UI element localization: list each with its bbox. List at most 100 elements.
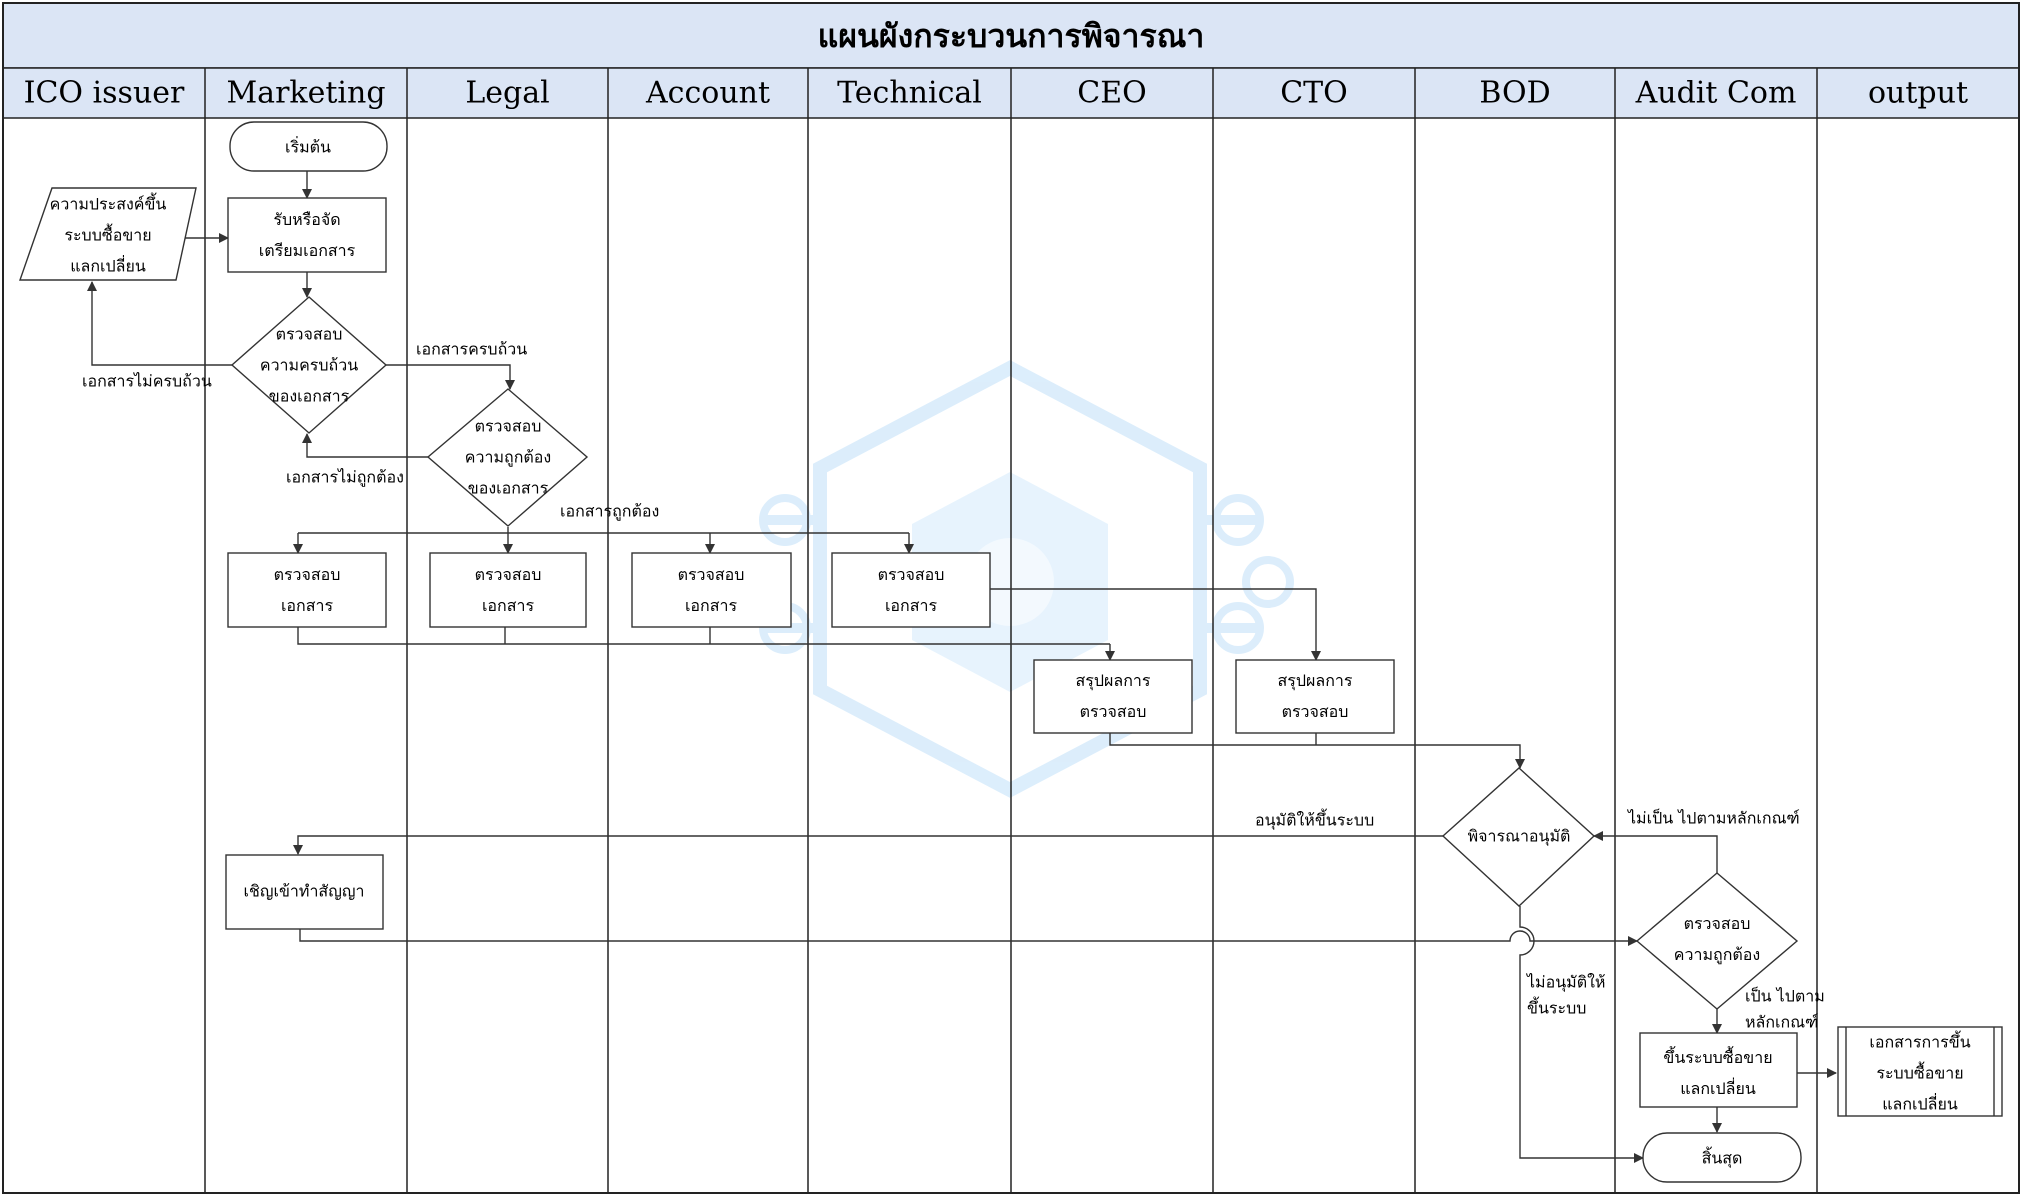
text-line: อนุมัติให้ขึ้นระบบ bbox=[1255, 809, 1374, 831]
text-line: เอกสาร bbox=[482, 596, 535, 615]
edge-labels-incomplete-text: เอกสารไม่ครบถ้วน bbox=[82, 372, 212, 391]
title-bar bbox=[2, 2, 2020, 69]
lane-header-marketing: Marketing bbox=[226, 76, 385, 111]
text-line: ความประสงค์ขึ้น bbox=[50, 193, 167, 214]
nodes-end-text: สิ้นสุด bbox=[1702, 1147, 1743, 1169]
edge-labels-approved-text: อนุมัติให้ขึ้นระบบ bbox=[1255, 809, 1374, 831]
edge-labels-not-compliant-text: ไม่เป็น ไปตามหลักเกณฑ์ bbox=[1626, 808, 1800, 828]
lane-header-output: output bbox=[1868, 76, 1968, 111]
text-line: สิ้นสุด bbox=[1702, 1147, 1743, 1169]
lane-dividers bbox=[204, 68, 1818, 1193]
text-line: ตรวจสอบ bbox=[274, 565, 341, 584]
nodes-bod-decision-text: พิจารณาอนุมัติ bbox=[1468, 827, 1571, 847]
text-line: เชิญเข้าทำสัญญา bbox=[244, 882, 365, 901]
text-line: แลกเปลี่ยน bbox=[1882, 1093, 1958, 1114]
check-correct-decision[interactable] bbox=[426, 388, 589, 527]
lane-header-legal: Legal bbox=[465, 76, 549, 111]
text-line: ไม่เป็น ไปตามหลักเกณฑ์ bbox=[1626, 808, 1800, 828]
text-line: ระบบซื้อขาย bbox=[64, 224, 151, 245]
text-line: สรุปผลการ bbox=[1278, 671, 1353, 691]
text-line: ของเอกสาร bbox=[269, 387, 350, 406]
text-line: ตรวจสอบ bbox=[475, 417, 542, 436]
connectors bbox=[87, 171, 1837, 1163]
edge-technical-to-cto bbox=[990, 588, 1321, 661]
invite-contract-process[interactable] bbox=[225, 854, 384, 930]
node-labels: เริ่มต้นความประสงค์ขึ้นระบบซื้อขายแลกเปล… bbox=[50, 136, 1971, 1169]
text-line: เอกสารไม่ครบถ้วน bbox=[82, 372, 212, 391]
text-line: ไม่อนุมัติให้ bbox=[1525, 973, 1605, 993]
text-line: ตรวจสอบ bbox=[678, 565, 745, 584]
edge-complete-to-check-correct bbox=[386, 364, 515, 390]
text-line: ความถูกต้อง bbox=[465, 448, 551, 468]
edge-labels-incorrect-text: เอกสารไม่ถูกต้อง bbox=[286, 468, 404, 488]
bod-approval-decision[interactable] bbox=[1441, 767, 1596, 907]
nodes-start-text: เริ่มต้น bbox=[285, 136, 331, 157]
receive-documents-process[interactable] bbox=[227, 197, 387, 273]
edge-labels-complete-text: เอกสารครบถ้วน bbox=[416, 340, 527, 359]
account-review-process[interactable] bbox=[631, 552, 792, 628]
legal-review-process[interactable] bbox=[429, 552, 587, 628]
text-line: ตรวจสอบ bbox=[1282, 702, 1349, 721]
text-line: พิจารณาอนุมัติ bbox=[1468, 827, 1571, 847]
text-line: ของเอกสาร bbox=[468, 479, 549, 498]
intent-input-parallelogram[interactable] bbox=[19, 187, 197, 281]
text-line: เริ่มต้น bbox=[285, 136, 331, 157]
text-line: เอกสาร bbox=[281, 596, 334, 615]
technical-review-process[interactable] bbox=[831, 552, 991, 628]
lane-header-bod: BOD bbox=[1479, 76, 1550, 111]
text-line: ระบบซื้อขาย bbox=[1876, 1062, 1963, 1083]
ceo-summary-process[interactable] bbox=[1033, 659, 1193, 734]
text-line: แลกเปลี่ยน bbox=[70, 255, 146, 276]
listing-process[interactable] bbox=[1639, 1032, 1798, 1108]
edge-approved-to-invite bbox=[293, 835, 1443, 855]
flowchart-shapes bbox=[19, 121, 2003, 1183]
edge-labels-correct-text: เอกสารถูกต้อง bbox=[560, 502, 659, 522]
edge-incomplete-to-intent bbox=[87, 281, 232, 366]
edge-incorrect-to-check-complete bbox=[302, 433, 428, 458]
text-line: เอกสาร bbox=[885, 596, 938, 615]
lane-header-audit-com: Audit Com bbox=[1635, 76, 1797, 111]
text-line: เอกสารครบถ้วน bbox=[416, 340, 527, 359]
audit-check-decision[interactable] bbox=[1635, 872, 1799, 1010]
end-terminator[interactable] bbox=[1642, 1132, 1802, 1183]
check-complete-decision[interactable] bbox=[230, 296, 388, 434]
text-line: ตรวจสอบ bbox=[1080, 702, 1147, 721]
edge-not-compliant-to-bod bbox=[1593, 831, 1718, 873]
watermark-logo bbox=[759, 360, 1294, 798]
lane-header-technical: Technical bbox=[837, 76, 982, 111]
text-line: ตรวจสอบ bbox=[276, 325, 343, 344]
edge-ceo-to-bod bbox=[1109, 733, 1525, 769]
text-line: ขึ้นระบบซื้อขาย bbox=[1663, 1046, 1772, 1067]
output-document-box[interactable] bbox=[1837, 1026, 2003, 1117]
edge-invite-to-audit bbox=[299, 929, 1638, 946]
text-line: ความครบถ้วน bbox=[260, 356, 358, 375]
marketing-review-process[interactable] bbox=[227, 552, 387, 628]
text-line: เตรียมเอกสาร bbox=[259, 241, 356, 260]
cto-summary-process[interactable] bbox=[1235, 659, 1395, 734]
text-line: รับหรือจัด bbox=[273, 210, 340, 229]
text-line: หลักเกณฑ์ bbox=[1745, 1013, 1818, 1032]
edge-reviews-merge bbox=[297, 627, 1110, 645]
text-line: เอกสาร bbox=[685, 596, 738, 615]
lane-header-ceo: CEO bbox=[1077, 76, 1146, 111]
text-line: ขึ้นระบบ bbox=[1527, 997, 1586, 1018]
start-terminator[interactable] bbox=[229, 121, 388, 172]
text-line: แลกเปลี่ยน bbox=[1680, 1077, 1756, 1098]
text-line: ตรวจสอบ bbox=[1684, 914, 1751, 933]
text-line: เอกสารถูกต้อง bbox=[560, 502, 659, 522]
